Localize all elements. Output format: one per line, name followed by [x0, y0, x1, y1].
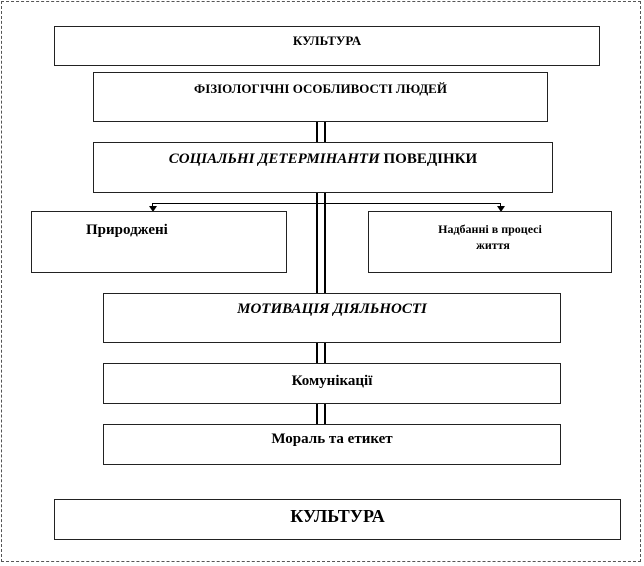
connector-physiology-social-right — [324, 121, 326, 142]
branch-line — [152, 203, 501, 204]
box-morality: Мораль та етикет — [103, 424, 561, 465]
label-innate: Природжені — [86, 222, 168, 238]
connector-social-motivation-left — [316, 192, 318, 293]
connector-motivation-communication-right — [324, 342, 326, 363]
label-social-rest: ПОВЕДІНКИ — [379, 151, 478, 167]
box-top-culture: КУЛЬТУРА — [54, 26, 600, 66]
label-top-culture: КУЛЬТУРА — [292, 33, 362, 48]
label-physiology: ФІЗІОЛОГІЧНІ ОСОБЛИВОСТІ ЛЮДЕЙ — [194, 81, 447, 96]
connector-communication-morality-right — [324, 403, 326, 424]
box-physiology: ФІЗІОЛОГІЧНІ ОСОБЛИВОСТІ ЛЮДЕЙ — [93, 72, 548, 122]
label-social-italic: СОЦІАЛЬНІ ДЕТЕРМІНАНТИ — [168, 151, 380, 167]
label-communication: Комунікації — [291, 373, 373, 389]
arrow-down-icon — [497, 206, 505, 212]
box-bottom-culture: КУЛЬТУРА — [54, 499, 621, 540]
connector-physiology-social-left — [316, 121, 318, 142]
branch-drop-right — [500, 203, 501, 207]
label-acquired-line2: життя — [476, 238, 510, 252]
box-innate: Природжені — [31, 211, 287, 273]
box-motivation: МОТИВАЦІЯ ДІЯЛЬНОСТІ — [103, 293, 561, 343]
box-acquired: Надбанні в процесі життя — [368, 211, 612, 273]
connector-motivation-communication-left — [316, 342, 318, 363]
branch-drop-left — [152, 203, 153, 207]
box-communication: Комунікації — [103, 363, 561, 404]
connector-communication-morality-left — [316, 403, 318, 424]
arrow-down-icon — [149, 206, 157, 212]
connector-social-motivation-right — [324, 192, 326, 293]
label-morality: Мораль та етикет — [271, 431, 393, 447]
label-acquired-line1: Надбанні в процесі — [438, 222, 542, 236]
box-social-determinants: СОЦІАЛЬНІ ДЕТЕРМІНАНТИ ПОВЕДІНКИ — [93, 142, 553, 193]
label-motivation: МОТИВАЦІЯ ДІЯЛЬНОСТІ — [237, 301, 427, 317]
label-bottom-culture: КУЛЬТУРА — [290, 506, 385, 526]
label-social-determinants: СОЦІАЛЬНІ ДЕТЕРМІНАНТИ ПОВЕДІНКИ — [94, 151, 552, 168]
